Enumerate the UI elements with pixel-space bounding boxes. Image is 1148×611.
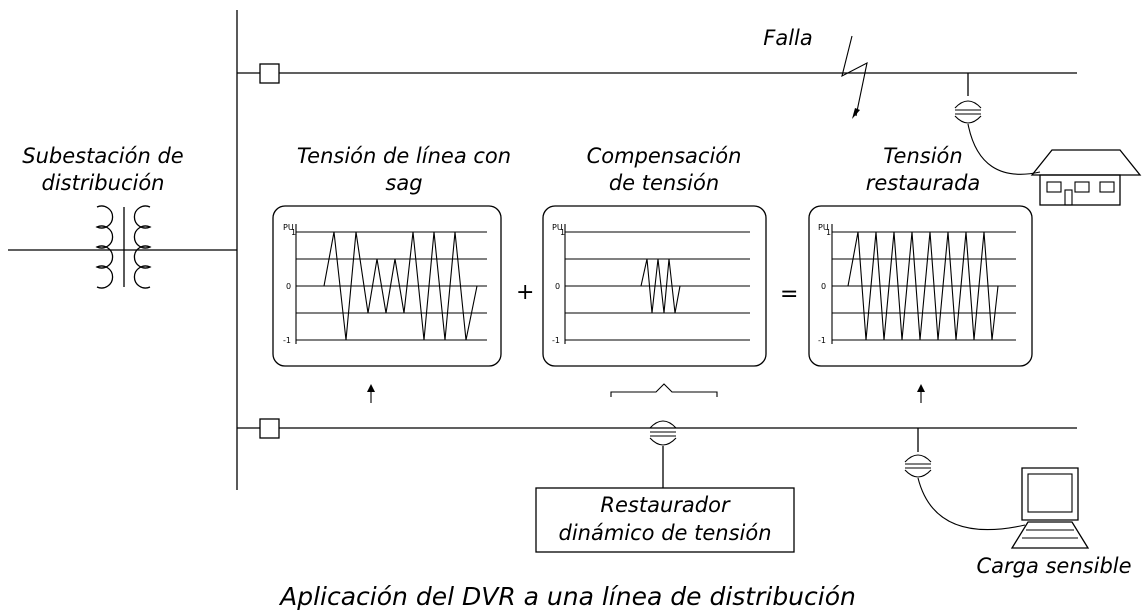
load-transformer-icon: [904, 428, 1026, 531]
sag-panel-title-line-2: sag: [385, 171, 422, 195]
dvr-label-line-2: dinámico de tensión: [558, 521, 771, 545]
svg-text:1: 1: [826, 228, 831, 237]
svg-text:1: 1: [291, 228, 296, 237]
compensation-brace: [610, 383, 718, 397]
arrow-up-icon: [367, 384, 375, 403]
dvr-label-line-1: Restaurador: [600, 493, 731, 517]
plus-operator: +: [516, 280, 534, 305]
svg-text:1: 1: [560, 228, 565, 237]
axis-labels-panel-3: PU 1 0 -1: [818, 223, 831, 345]
lightning-icon: [841, 35, 868, 119]
svg-text:PU: PU: [818, 223, 829, 232]
svg-text:-1: -1: [552, 336, 560, 345]
substation-label-line-2: distribución: [42, 171, 165, 195]
sensitive-load-label: Carga sensible: [976, 554, 1131, 578]
house-icon: [1030, 149, 1142, 206]
computer-icon: [1010, 467, 1090, 549]
axis-labels-panel-2: PU 1 0 -1: [552, 223, 565, 345]
svg-text:0: 0: [555, 282, 560, 291]
restored-panel-title-line-2: restaurada: [866, 171, 981, 195]
svg-text:0: 0: [821, 282, 826, 291]
compensation-waveform-panel: [542, 205, 767, 367]
svg-text:PU: PU: [552, 223, 563, 232]
figure-caption: Aplicación del DVR a una línea de distri…: [278, 582, 856, 611]
svg-text:0: 0: [286, 282, 291, 291]
dvr-box: [535, 487, 795, 553]
sag-waveform-panel: [272, 205, 502, 367]
top-breaker-icon: [259, 63, 280, 84]
arrow-up-icon: [917, 384, 925, 403]
substation-transformer-icon: [95, 205, 152, 289]
comp-panel-title-line-2: de tensión: [609, 171, 719, 195]
restored-waveform-panel: [808, 205, 1033, 367]
fault-label: Falla: [763, 26, 813, 50]
substation-label-line-1: Subestación de: [22, 144, 183, 168]
bottom-breaker-icon: [259, 418, 280, 439]
svg-text:PU: PU: [283, 223, 294, 232]
restored-panel-title-line-1: Tensión: [883, 144, 962, 168]
axis-labels-panel-1: PU 1 0 -1: [283, 223, 296, 345]
svg-text:-1: -1: [818, 336, 826, 345]
dvr-transformer-icon: [649, 420, 677, 488]
sag-panel-title-line-1: Tensión de línea con: [297, 144, 511, 168]
top-transformer-icon: [954, 73, 1041, 175]
svg-text:-1: -1: [283, 336, 291, 345]
equals-operator: =: [780, 282, 798, 307]
comp-panel-title-line-1: Compensación: [587, 144, 742, 168]
